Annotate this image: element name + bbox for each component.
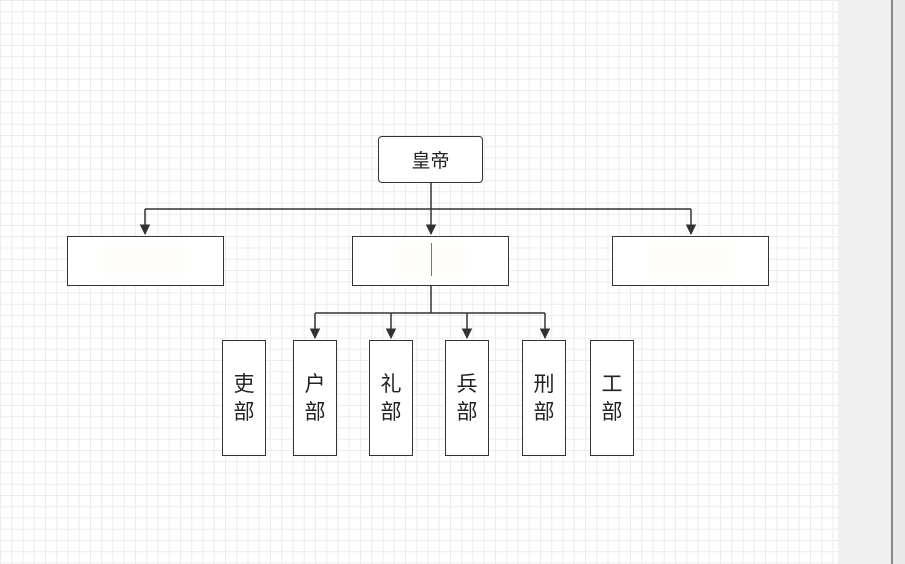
node-libu-rites[interactable]: 礼 部	[369, 340, 413, 456]
node-middle-center[interactable]	[352, 236, 509, 286]
node-gongbu-char-1: 工	[601, 371, 623, 396]
node-xingbu-char-1: 刑	[533, 371, 555, 396]
node-middle-left-highlight	[100, 245, 188, 275]
connector-layer	[139, 182, 697, 340]
node-bingbu-char-1: 兵	[456, 371, 478, 396]
node-middle-right[interactable]	[612, 236, 769, 286]
node-xingbu-char-2: 部	[533, 400, 555, 424]
node-libu-rites-char-2: 部	[380, 400, 402, 424]
node-libu-personnel-char-1: 吏	[233, 371, 255, 396]
node-xingbu[interactable]: 刑 部	[522, 340, 566, 456]
node-bingbu[interactable]: 兵 部	[445, 340, 489, 456]
node-middle-left[interactable]	[67, 236, 224, 286]
vertical-scrollbar[interactable]	[891, 0, 905, 564]
node-libu-rites-char-1: 礼	[380, 371, 402, 396]
text-cursor	[431, 243, 432, 276]
side-panel	[838, 0, 891, 564]
node-hubu[interactable]: 户 部	[293, 340, 337, 456]
node-gongbu-char-2: 部	[601, 400, 623, 424]
node-hubu-char-1: 户	[304, 371, 326, 396]
node-libu-personnel[interactable]: 吏 部	[222, 340, 266, 456]
node-middle-right-highlight	[647, 243, 735, 277]
node-bingbu-char-2: 部	[456, 400, 478, 424]
node-emperor-label: 皇帝	[411, 150, 450, 172]
diagram-canvas[interactable]: 皇帝 吏 部 户 部 礼 部 兵 部 刑 部 工 部	[0, 0, 838, 564]
node-libu-personnel-char-2: 部	[233, 400, 255, 424]
node-hubu-char-2: 部	[304, 400, 326, 424]
node-gongbu[interactable]: 工 部	[590, 340, 634, 456]
node-emperor[interactable]: 皇帝	[378, 136, 483, 183]
